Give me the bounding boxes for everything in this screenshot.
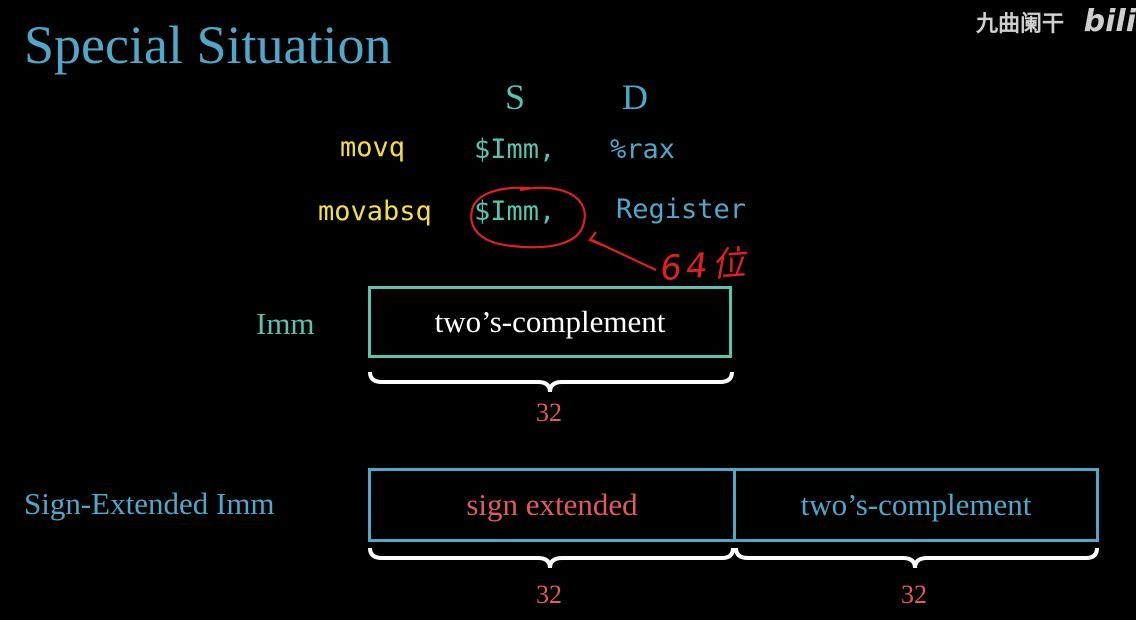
bilibili-logo-icon: bili [1083,4,1136,39]
ext-left-width-label: 32 [536,580,562,609]
annotation-arrowhead [588,231,603,247]
annotation-circle [470,186,586,249]
instruction-mnemonic: movq [340,132,406,163]
twos-complement-text: two’s-complement [800,487,1032,522]
watermark-text: 九曲阑干 [975,12,1064,37]
imm-box-text: two’s-complement [434,304,666,339]
sign-extended-box: sign extended [368,468,736,542]
imm-width-label: 32 [536,398,562,427]
ext-right-width-label: 32 [901,580,927,609]
instruction-mnemonic: movabsq [318,196,432,227]
page-title: Special Situation [24,15,392,75]
ext-label: Sign-Extended Imm [24,486,275,521]
instruction-dest: %rax [610,134,676,165]
column-header-source: S [505,77,526,117]
instruction-source: $Imm, [474,196,556,227]
sign-extended-text: sign extended [466,487,638,522]
ext-left-brace [368,547,735,569]
imm-box: two’s-complement [368,286,732,358]
instruction-dest: Register [616,194,747,225]
twos-complement-box: two’s-complement [733,468,1099,542]
watermark-logo: 九曲阑干 bili [976,4,1136,39]
column-header-dest: D [622,77,648,117]
ext-right-brace [734,547,1099,569]
imm-brace [368,371,734,393]
instruction-source: $Imm, [474,134,556,165]
annotation-arrow [591,239,657,271]
imm-label: Imm [256,306,315,341]
